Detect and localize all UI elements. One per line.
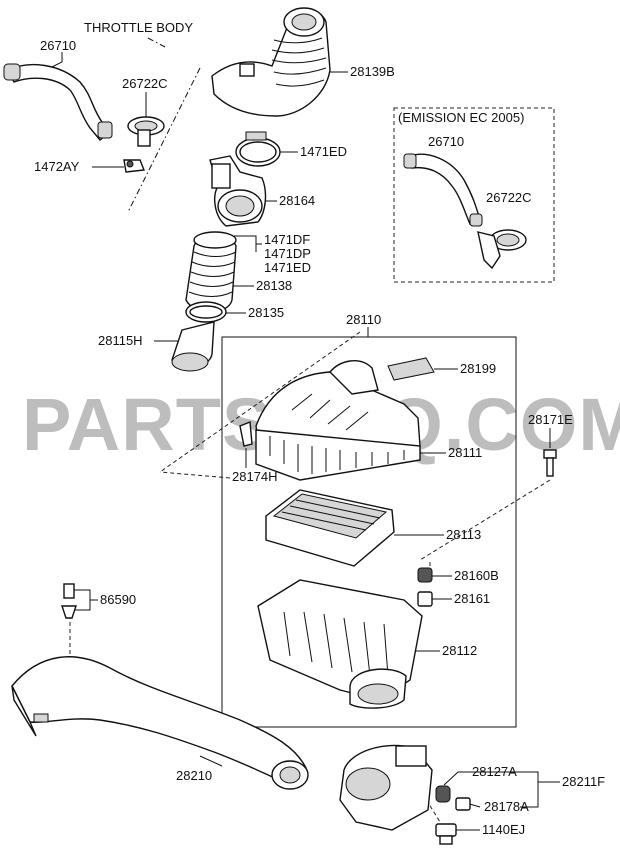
throttle-hose-28139b: [211, 7, 331, 117]
label-1471df: 1471DF: [264, 232, 310, 247]
label-26710: 26710: [40, 38, 76, 53]
label-28110: 28110: [346, 312, 381, 327]
emission-label-26722c: 26722C: [486, 190, 532, 205]
bolt-1140ej: [435, 823, 457, 845]
emission-label-26710: 26710: [428, 134, 464, 149]
label-28113: 28113: [446, 527, 481, 542]
part-labels: THROTTLE BODY 26710 26722C 1472AY 28139B…: [34, 20, 605, 837]
label-28174h: 28174H: [232, 469, 278, 484]
label-28210: 28210: [176, 768, 212, 783]
label-28160b: 28160B: [454, 568, 499, 583]
bolt-28171e: [543, 449, 557, 477]
grommet-28160b: [417, 567, 433, 583]
label-28199: 28199: [460, 361, 496, 376]
label-28115h: 28115H: [98, 333, 143, 348]
fastener-86590: [61, 583, 77, 619]
label-28139b: 28139B: [350, 64, 395, 79]
label-throttle-body: THROTTLE BODY: [84, 20, 193, 35]
label-1471ed-mid: 1471ED: [264, 260, 311, 275]
air-flow-sensor-28164: [209, 155, 267, 227]
label-28199: [387, 357, 435, 381]
label-28164: 28164: [279, 193, 315, 208]
label-28135: 28135: [248, 305, 284, 320]
clamp-1471ed-top: [235, 131, 281, 167]
label-28178a: 28178A: [484, 799, 529, 814]
bushing-28161: [417, 591, 433, 607]
label-28161: 28161: [454, 591, 490, 606]
intake-hose-28138: [185, 231, 237, 313]
hose-26710: [3, 63, 113, 141]
resonator-28211f: [339, 744, 433, 831]
label-28138: 28138: [256, 278, 292, 293]
hose-clip-26722c: [127, 116, 165, 147]
air-cleaner-body-28112: [257, 579, 423, 709]
label-1471ed-top: 1471ED: [300, 144, 347, 159]
emission-group-labels: (EMISSION EC 2005) 26710 26722C: [398, 110, 532, 205]
emission-hose-26710: [403, 153, 483, 227]
label-28112: 28112: [442, 643, 477, 658]
clamp-28135: [185, 301, 227, 323]
label-28211f: 28211F: [562, 774, 605, 789]
air-cleaner-cover-28111: [255, 360, 421, 481]
leader-lines: [49, 37, 560, 831]
label-28111: 28111: [448, 445, 482, 460]
clip-28174h: [239, 421, 253, 447]
label-28127a: 28127A: [472, 764, 517, 779]
label-86590: 86590: [100, 592, 136, 607]
label-1471dp: 1471DP: [264, 246, 311, 261]
grommet-28127a: [435, 785, 451, 803]
filter-28113: [265, 489, 395, 567]
clip-1472ay: [123, 159, 145, 173]
label-1140ej: 1140EJ: [482, 822, 525, 837]
emission-box-title: (EMISSION EC 2005): [398, 110, 524, 125]
duct-28115h: [171, 321, 215, 372]
label-1472ay: 1472AY: [34, 159, 80, 174]
label-28171e: 28171E: [528, 412, 573, 427]
label-26722c: 26722C: [122, 76, 168, 91]
intake-duct-28210: [11, 656, 309, 790]
bushing-28178a: [455, 797, 471, 811]
emission-clip-26722c: [477, 229, 527, 270]
